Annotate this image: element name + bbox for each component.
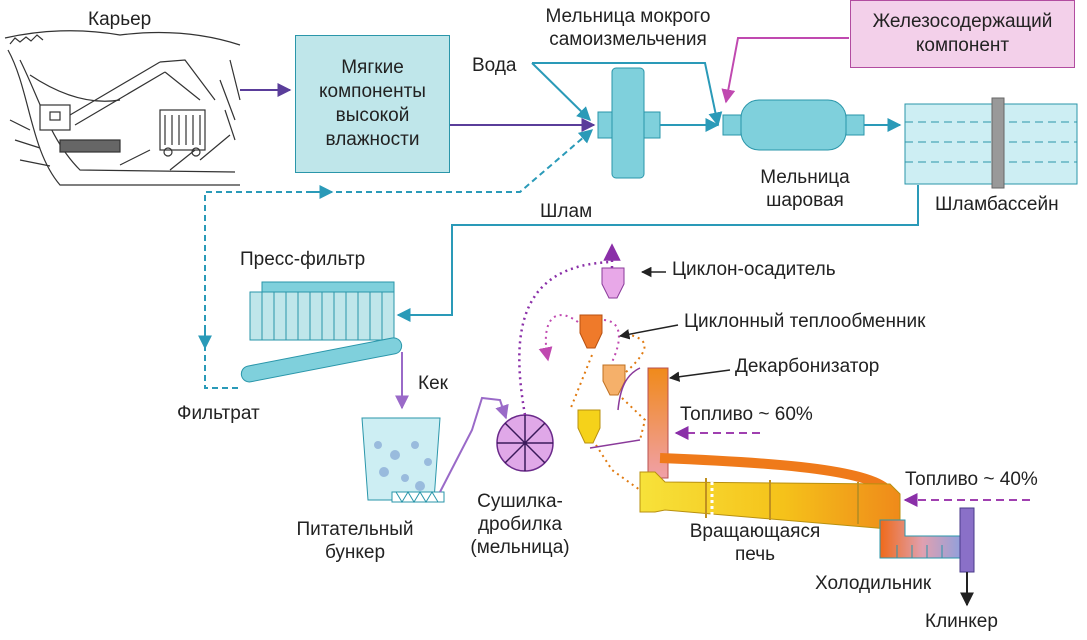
- cyclone-settler-shape: [601, 267, 625, 299]
- cyclone-settler-label: Циклон-осадитель: [672, 259, 836, 280]
- slurry-label: Шлам: [540, 201, 593, 222]
- cake-label: Кек: [418, 373, 448, 394]
- wet-mill-label: Мельница мокрого самоизмельчения: [545, 6, 711, 50]
- press-filter-shape: [240, 281, 403, 383]
- rotary-kiln-label: Вращающаяся печь: [689, 521, 821, 565]
- cyclone-exchanger-2: [602, 364, 626, 396]
- ball-mill-shape: [722, 99, 865, 151]
- cooler-label: Холодильник: [815, 573, 932, 594]
- soft-components-box: Мягкие компоненты высокой влажности: [295, 35, 450, 173]
- feed-hopper-label: Питательный бункер: [296, 519, 414, 563]
- quarry-sketch: [4, 30, 241, 186]
- iron-component-box: Железосодержащий компонент: [850, 0, 1075, 68]
- decarbonizer-label: Декарбонизатор: [735, 356, 880, 377]
- quarry-label: Карьер: [88, 9, 152, 30]
- cooler-shape: [879, 507, 975, 573]
- slurry-basin-shape: [904, 97, 1078, 189]
- ball-mill-label: Мельница шаровая: [760, 167, 850, 211]
- rotary-kiln-shape: [639, 471, 901, 531]
- tertiary-air-duct: [659, 453, 889, 493]
- cyclone-exchanger-3: [577, 409, 601, 444]
- wet-mill-shape: [597, 67, 661, 179]
- slurry-basin-label: Шламбассейн: [935, 194, 1059, 215]
- fuel-60-label: Топливо ~ 60%: [680, 404, 813, 425]
- press-filter-label: Пресс-фильтр: [240, 249, 366, 270]
- clinker-label: Клинкер: [925, 611, 998, 632]
- water-label: Вода: [472, 55, 517, 76]
- fuel-40-label: Топливо ~ 40%: [905, 469, 1038, 490]
- dryer-crusher-label: Сушилка- дробилка (мельница): [470, 491, 570, 558]
- cyclone-exchanger-1: [579, 314, 603, 349]
- dryer-crusher-shape: [496, 414, 554, 472]
- cyclone-heat-exchanger-label: Циклонный теплообменник: [684, 311, 926, 332]
- filtrate-label: Фильтрат: [177, 403, 260, 424]
- flow-lines: [198, 37, 1030, 607]
- feed-hopper-shape: [361, 417, 445, 503]
